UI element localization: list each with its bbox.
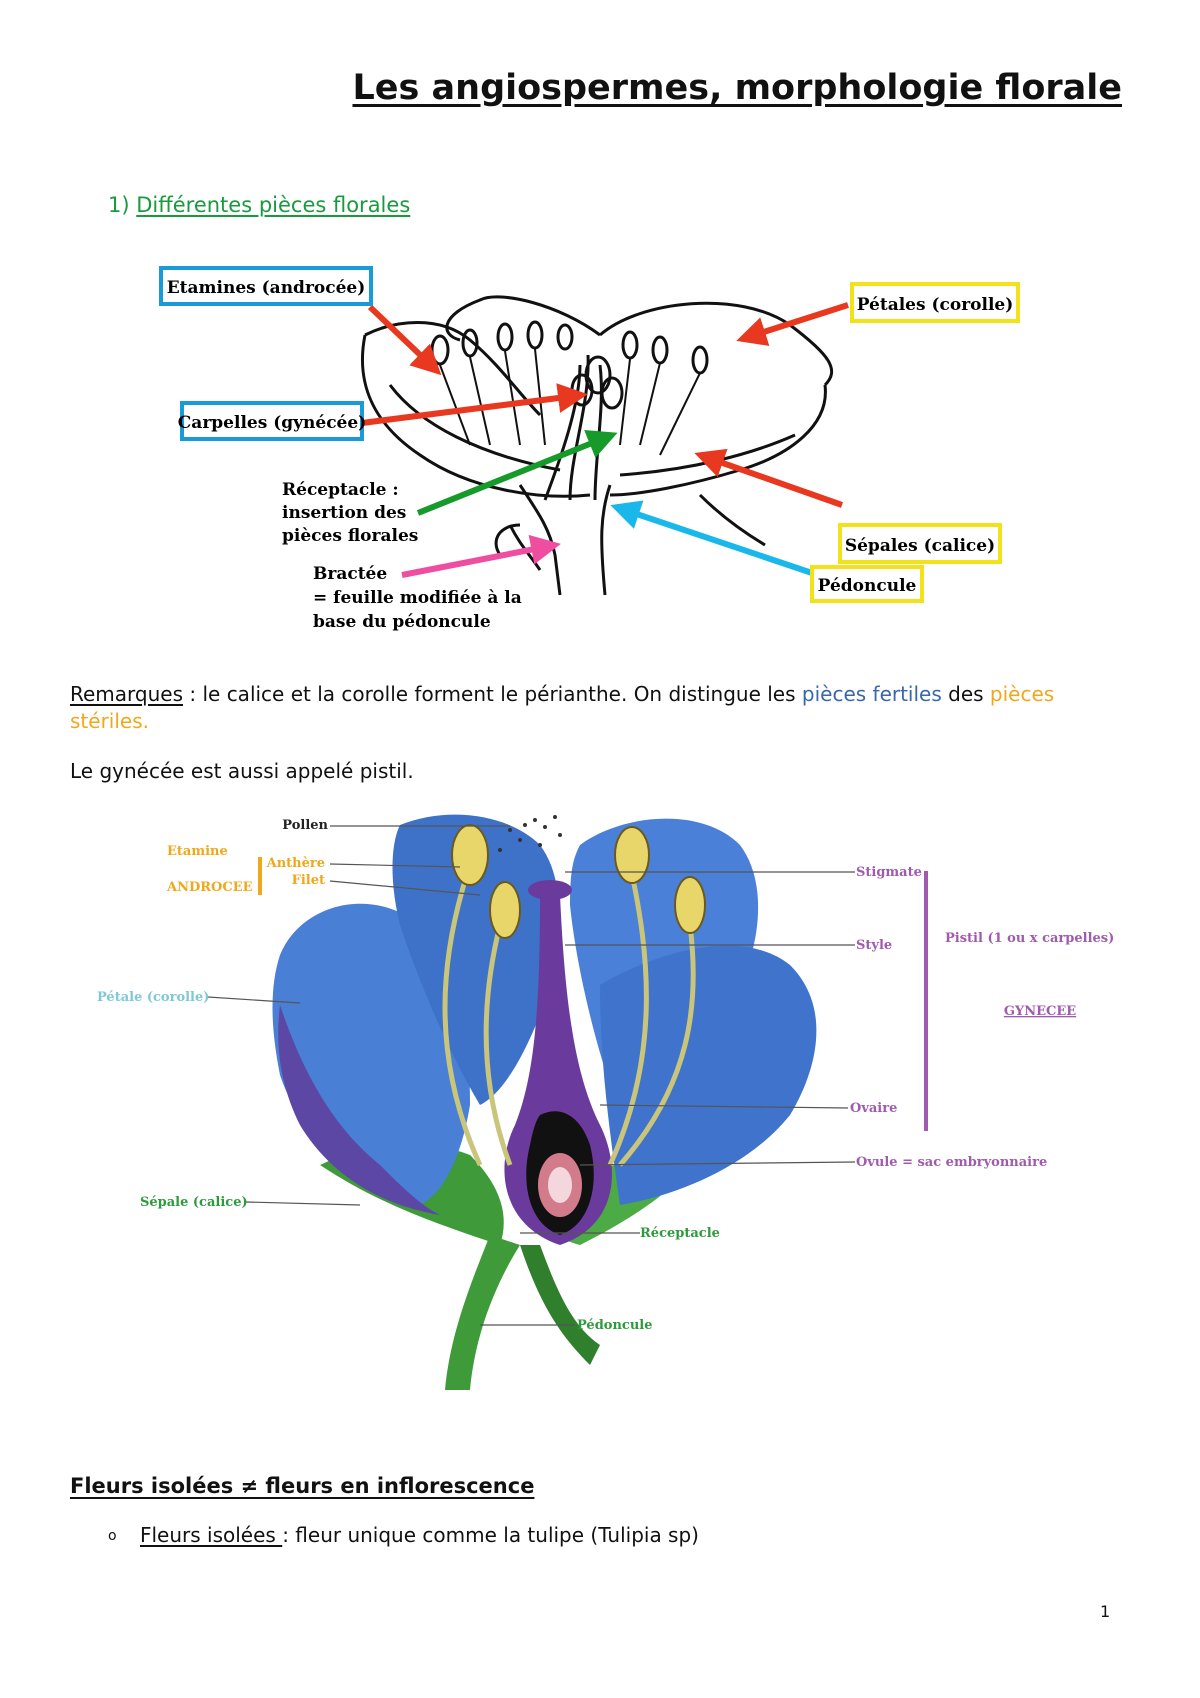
- section-number: 1): [108, 193, 130, 217]
- page-title: Les angiospermes, morphologie florale: [352, 68, 1122, 108]
- flower-illustration: [272, 814, 817, 1390]
- label-receptacle: Réceptacle: [640, 1226, 720, 1241]
- label-stigmate: Stigmate: [856, 865, 922, 880]
- section-title: Différentes pièces florales: [136, 193, 411, 217]
- page-number: 1: [1100, 1602, 1111, 1621]
- svg-text:Pédoncule: Pédoncule: [818, 576, 917, 596]
- label-bractee: Bractée = feuille modifiée à la base du …: [313, 564, 522, 632]
- label-pedoncule: Pédoncule: [810, 565, 924, 603]
- list-item: o Fleurs isolées : fleur unique comme la …: [108, 1522, 699, 1550]
- label-pedoncule: Pédoncule: [577, 1318, 653, 1333]
- label-receptacle: Réceptacle : insertion des pièces floral…: [282, 480, 418, 546]
- label-style: Style: [856, 938, 892, 953]
- label-ovaire: Ovaire: [850, 1101, 897, 1116]
- svg-text:Réceptacle :: Réceptacle :: [282, 480, 399, 500]
- remarks-text1: : le calice et la corolle forment le pér…: [183, 682, 802, 706]
- flower-drawing: [360, 295, 834, 596]
- svg-text:Carpelles (gynécée): Carpelles (gynécée): [178, 413, 366, 433]
- label-sepales: Sépales (calice): [838, 523, 1002, 564]
- label-androcee: ANDROCEE: [166, 880, 253, 895]
- label-ovule: Ovule = sac embryonnaire: [856, 1155, 1047, 1170]
- svg-text:Bractée: Bractée: [313, 564, 387, 584]
- label-etamine: Etamine: [167, 844, 228, 859]
- subheading: Fleurs isolées ≠ fleurs en inflorescence: [70, 1474, 535, 1498]
- bullet-label: Fleurs isolées: [140, 1523, 283, 1547]
- flower-schematic-diagram: Etamines (androcée) Carpelles (gynécée) …: [159, 266, 1020, 632]
- label-pollen: Pollen: [282, 818, 328, 833]
- svg-text:insertion des: insertion des: [282, 503, 406, 523]
- label-filet: Filet: [292, 873, 325, 888]
- label-gynecee: GYNECEE: [1004, 1004, 1076, 1019]
- label-anthere: Anthère: [266, 856, 325, 871]
- fertile-term: pièces fertiles: [801, 682, 942, 706]
- svg-text:base du pédoncule: base du pédoncule: [313, 612, 491, 632]
- label-pistil: Pistil (1 ou x carpelles): [945, 931, 1114, 946]
- remarks-label: Remarques: [70, 682, 184, 706]
- section-heading: 1) Différentes pièces florales: [108, 193, 410, 217]
- label-carpelles: Carpelles (gynécée): [178, 401, 366, 441]
- bullet-marker: o: [108, 1528, 117, 1544]
- svg-text:pièces florales: pièces florales: [282, 526, 418, 546]
- svg-text:= feuille modifiée à la: = feuille modifiée à la: [313, 588, 522, 608]
- label-petales: Pétales (corolle): [850, 282, 1020, 323]
- remarks-paragraph: Remarques : le calice et la corolle form…: [70, 681, 1130, 735]
- bullet-text: : fleur unique comme la tulipe (Tulipia …: [282, 1523, 699, 1547]
- svg-text:Sépales (calice): Sépales (calice): [845, 536, 995, 556]
- label-etamines: Etamines (androcée): [159, 266, 373, 306]
- flower-anatomy-diagram: Pollen Etamine ANDROCEE Anthère Filet Pé…: [97, 814, 1114, 1390]
- svg-text:Etamines (androcée): Etamines (androcée): [167, 278, 366, 298]
- remarks-text2: des: [941, 682, 990, 706]
- label-petale: Pétale (corolle): [97, 990, 209, 1005]
- sterile-term: pièces stériles.: [70, 682, 1055, 733]
- gynecee-note: Le gynécée est aussi appelé pistil.: [70, 759, 414, 783]
- svg-text:Pétales (corolle): Pétales (corolle): [857, 295, 1014, 315]
- label-sepale: Sépale (calice): [140, 1195, 248, 1210]
